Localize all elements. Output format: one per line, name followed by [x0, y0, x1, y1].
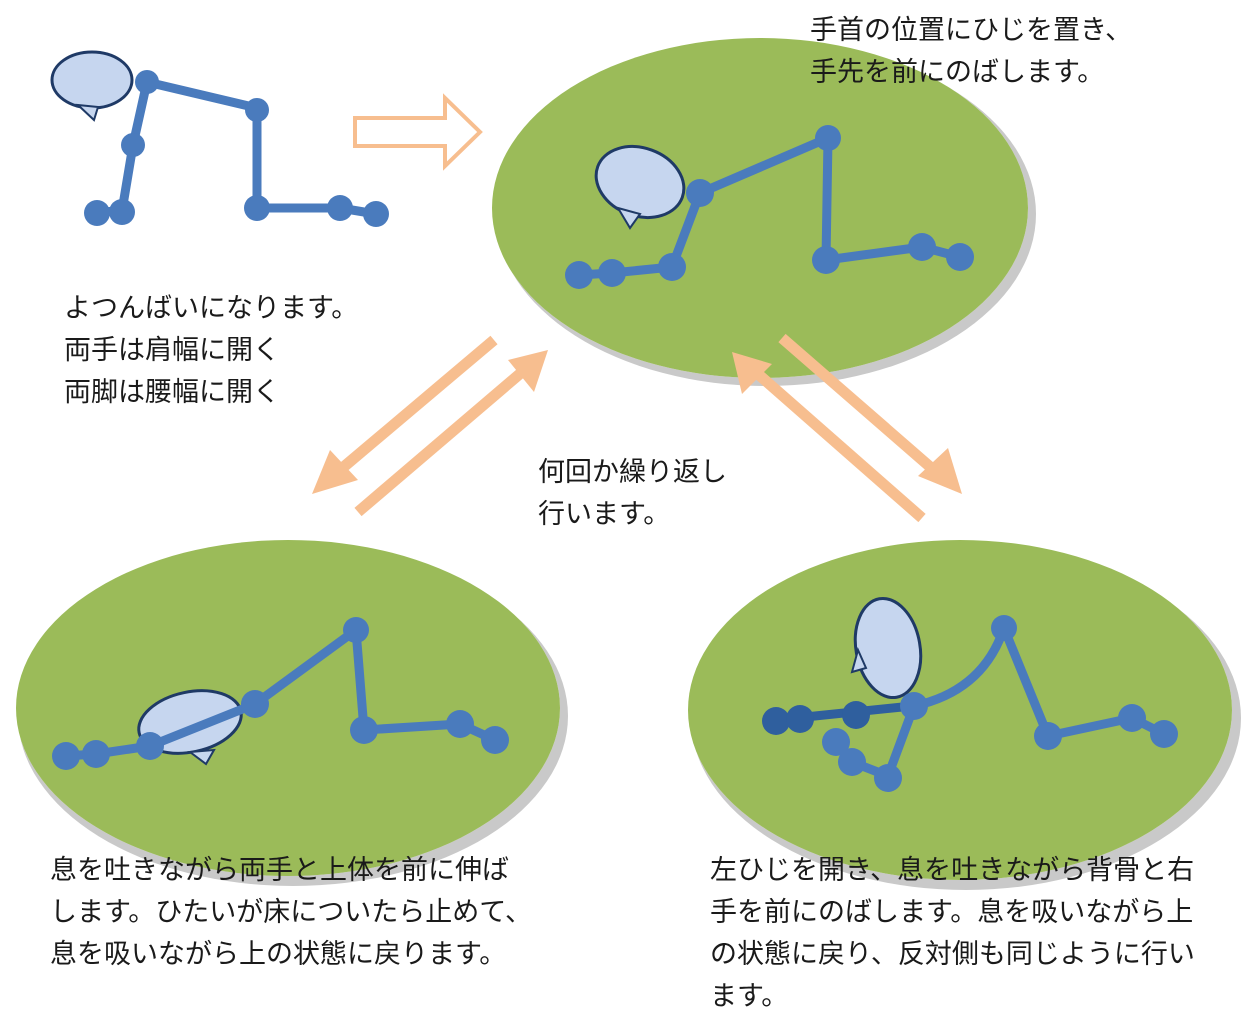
- step1-caption: よつんばいになります。 両手は肩幅に開く 両脚は腰幅に開く: [64, 293, 359, 408]
- step4-mat: [688, 540, 1241, 890]
- step2-mat: [492, 38, 1036, 386]
- step3-mat: [16, 540, 568, 886]
- step4-figure: [762, 596, 1178, 792]
- step4-caption: 左ひじを開き、息を吐きながら背骨と右 手を前にのばします。息を吸いながら上 の状…: [710, 855, 1195, 1012]
- step2-caption: 手首の位置にひじを置き、 手先を前にのばします。: [810, 15, 1133, 88]
- repeat-caption: 何回か繰り返し 行います。: [538, 457, 727, 530]
- step3-caption: 息を吐きながら両手と上体を前に伸ば します。ひたいが床についたら止めて、 息を吸…: [50, 855, 532, 970]
- step2-head-icon: [594, 145, 686, 230]
- step1-figure: [50, 50, 389, 227]
- step3-figure: [52, 617, 509, 770]
- next-step-arrow: [353, 93, 483, 171]
- step1-head-icon: [50, 50, 134, 122]
- step4-head-icon: [850, 596, 923, 700]
- cycle-arrows: [312, 333, 962, 523]
- step2-figure: [565, 125, 974, 289]
